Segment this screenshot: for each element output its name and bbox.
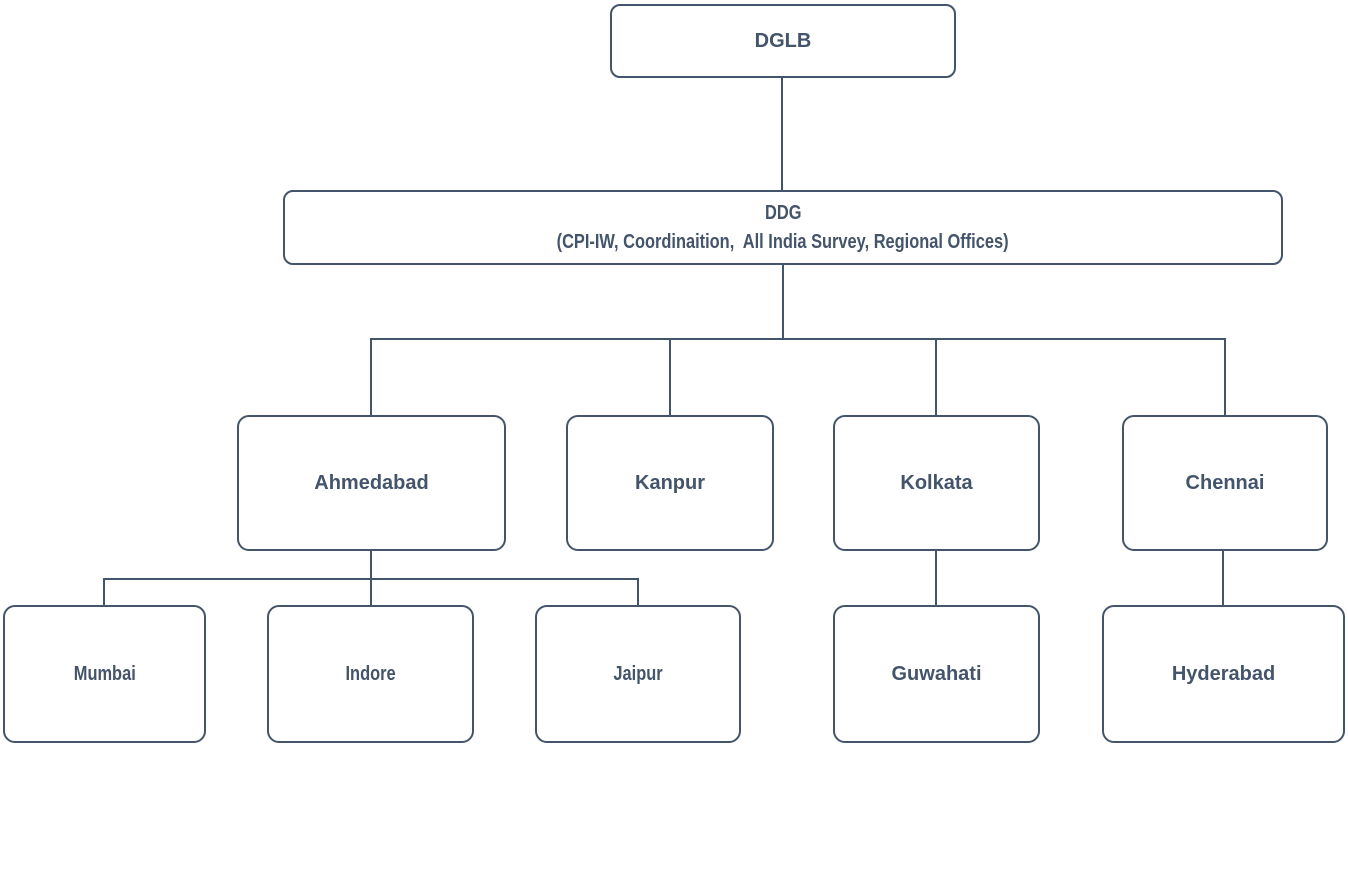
node-ddg-label: DDG — [764, 202, 802, 224]
node-kolkata: Kolkata — [833, 415, 1040, 551]
connector-bus-kolkata — [935, 338, 937, 415]
connector-bus-jaipur — [637, 578, 639, 607]
node-mumbai: Mumbai — [3, 605, 206, 743]
connector-kolkata-guwahati — [935, 551, 937, 607]
node-mumbai-label: Mumbai — [73, 662, 136, 685]
connector-ddg-stem — [782, 265, 784, 339]
connector-bus-chennai — [1224, 338, 1226, 415]
connector-chennai-hyderabad — [1222, 551, 1224, 607]
node-jaipur: Jaipur — [535, 605, 741, 743]
connector-ahmedabad-children-bus — [103, 578, 639, 580]
node-kanpur: Kanpur — [566, 415, 774, 551]
node-guwahati-label: Guwahati — [891, 662, 982, 685]
connector-bus-ahmedabad — [370, 338, 372, 415]
node-chennai: Chennai — [1122, 415, 1328, 551]
connector-bus-mumbai — [103, 578, 105, 607]
connector-dglb-ddg — [781, 78, 783, 190]
node-ahmedabad: Ahmedabad — [237, 415, 506, 551]
node-kanpur-label: Kanpur — [635, 471, 705, 494]
connector-ddg-children-bus — [370, 338, 1226, 340]
node-jaipur-label: Jaipur — [613, 662, 663, 685]
node-ddg-sublabel: (CPI-IW, Coordinaition, All India Survey… — [557, 231, 1009, 253]
node-chennai-label: Chennai — [1185, 471, 1265, 494]
node-hyderabad: Hyderabad — [1102, 605, 1345, 743]
node-kolkata-label: Kolkata — [900, 471, 973, 494]
node-guwahati: Guwahati — [833, 605, 1040, 743]
node-ahmedabad-label: Ahmedabad — [314, 471, 429, 494]
node-indore: Indore — [267, 605, 474, 743]
node-hyderabad-label: Hyderabad — [1171, 662, 1276, 685]
node-dglb: DGLB — [610, 4, 956, 78]
connector-bus-kanpur — [669, 338, 671, 415]
node-indore-label: Indore — [345, 662, 396, 685]
node-ddg: DDG (CPI-IW, Coordinaition, All India Su… — [283, 190, 1283, 265]
node-dglb-label: DGLB — [754, 29, 812, 52]
